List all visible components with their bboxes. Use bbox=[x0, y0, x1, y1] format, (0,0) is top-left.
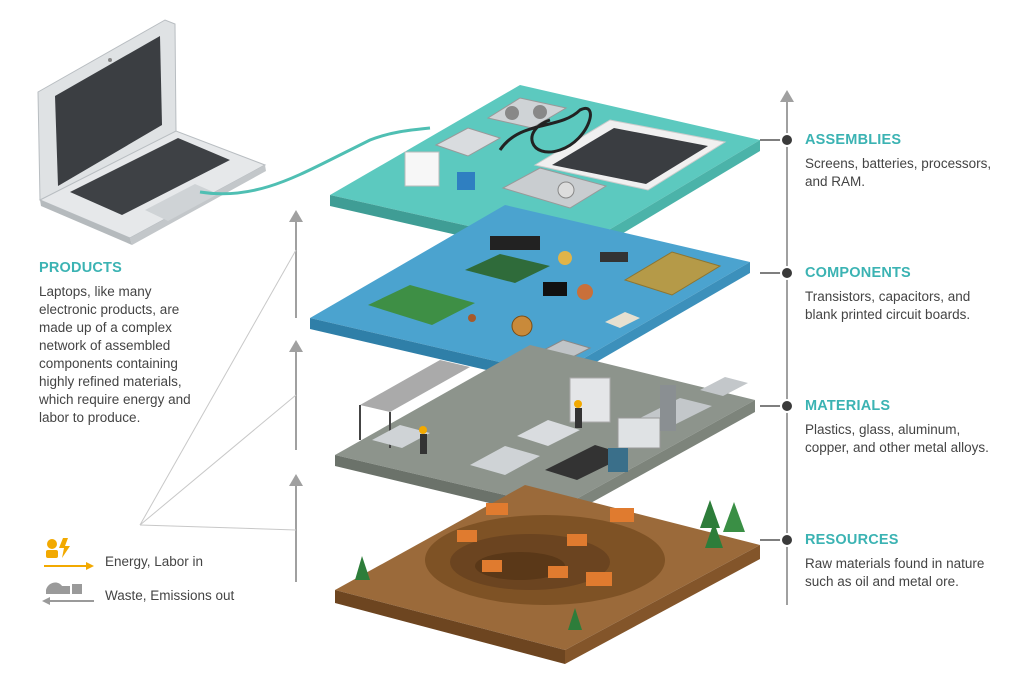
laptop-illustration bbox=[37, 19, 431, 245]
components-description: Transistors, capacitors, and blank print… bbox=[805, 289, 971, 322]
materials-heading: MATERIALS bbox=[805, 398, 891, 414]
stage-timeline bbox=[760, 90, 794, 605]
materials-layer bbox=[335, 345, 755, 520]
assemblies-heading: ASSEMBLIES bbox=[805, 132, 902, 148]
assemblies-node bbox=[780, 133, 794, 147]
resources-node bbox=[780, 533, 794, 547]
resources-layer bbox=[335, 485, 760, 664]
resources-description: Raw materials found in nature such as oi… bbox=[805, 556, 985, 589]
waste-emissions-icon bbox=[42, 582, 94, 605]
assemblies-description: Screens, batteries, processors, and RAM. bbox=[805, 156, 992, 189]
components-node bbox=[780, 266, 794, 280]
components-heading: COMPONENTS bbox=[805, 265, 911, 281]
products-description: Laptops, like many electronic products, … bbox=[39, 284, 191, 425]
products-heading: PRODUCTS bbox=[39, 260, 122, 276]
legend-energy-labor-label: Energy, Labor in bbox=[105, 554, 204, 569]
resources-heading: RESOURCES bbox=[805, 532, 899, 548]
materials-description: Plastics, glass, aluminum, copper, and o… bbox=[805, 422, 989, 455]
legend-waste-emissions-label: Waste, Emissions out bbox=[105, 588, 235, 603]
worker-energy-icon bbox=[44, 538, 94, 570]
flow-arrows bbox=[139, 210, 303, 582]
materials-node bbox=[780, 399, 794, 413]
